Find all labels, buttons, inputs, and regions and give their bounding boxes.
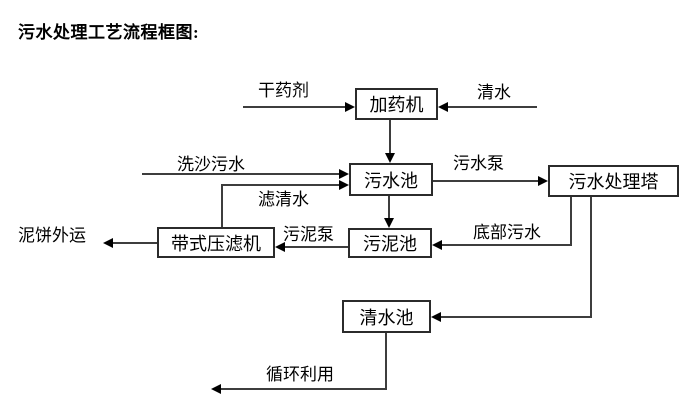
arrowhead-left-icon (431, 312, 441, 322)
arrowhead-right-icon (339, 169, 349, 179)
edge-line-filtered-water-vertical (221, 184, 223, 227)
edge-line-sand-washing-sewage (142, 173, 340, 175)
node-dosing-machine: 加药机 (355, 88, 438, 120)
edge-label-bottom-sewage: 底部污水 (473, 223, 541, 242)
edge-line-sewage-to-sludge (388, 196, 390, 219)
arrowhead-down-icon (385, 153, 395, 163)
edge-line-filtered-water (221, 184, 340, 186)
arrowhead-left-icon (211, 384, 221, 394)
arrowhead-left-icon (275, 242, 285, 252)
arrowhead-right-icon (538, 176, 548, 186)
edge-label-mud-cake-out: 泥饼外运 (18, 226, 86, 245)
edge-label-clean-water: 清水 (477, 83, 511, 102)
node-clean-water-pool: 清水池 (342, 300, 431, 333)
node-sludge-pool: 污泥池 (348, 228, 432, 258)
edge-label-filtered-water: 滤清水 (258, 190, 309, 209)
edge-line-tower-to-clean-vertical (590, 197, 592, 318)
edge-line-mud-cake-out (112, 242, 157, 244)
edge-line-clean-water (447, 106, 537, 108)
node-sewage-pool: 污水池 (349, 163, 433, 196)
edge-line-dry-agent (243, 106, 346, 108)
edge-line-recycling-vertical (385, 333, 387, 390)
arrowhead-left-icon (103, 238, 113, 248)
edge-line-tower-to-clean (440, 316, 592, 318)
edge-label-dry-agent: 干药剂 (258, 81, 309, 100)
arrowhead-right-icon (339, 180, 349, 190)
node-treatment-tower: 污水处理塔 (548, 165, 679, 197)
arrowhead-down-icon (384, 218, 394, 228)
edge-line-recycling (220, 388, 387, 390)
page-title: 污水处理工艺流程框图: (18, 23, 200, 42)
edge-label-sewage-pump: 污水泵 (453, 154, 504, 173)
edge-label-sand-washing-sewage: 洗沙污水 (177, 155, 245, 174)
edge-line-dosing-to-sewage (389, 120, 391, 154)
arrowhead-left-icon (438, 102, 448, 112)
edge-label-recycling: 循环利用 (266, 365, 334, 384)
edge-line-bottom-sewage-vertical (570, 197, 572, 246)
edge-line-sludge-pump (284, 246, 348, 248)
arrowhead-right-icon (345, 102, 355, 112)
edge-label-sludge-pump: 污泥泵 (283, 225, 334, 244)
edge-line-sewage-pump (433, 180, 539, 182)
edge-line-bottom-sewage (441, 244, 572, 246)
arrowhead-left-icon (432, 240, 442, 250)
node-belt-filter-press: 带式压滤机 (157, 227, 275, 258)
